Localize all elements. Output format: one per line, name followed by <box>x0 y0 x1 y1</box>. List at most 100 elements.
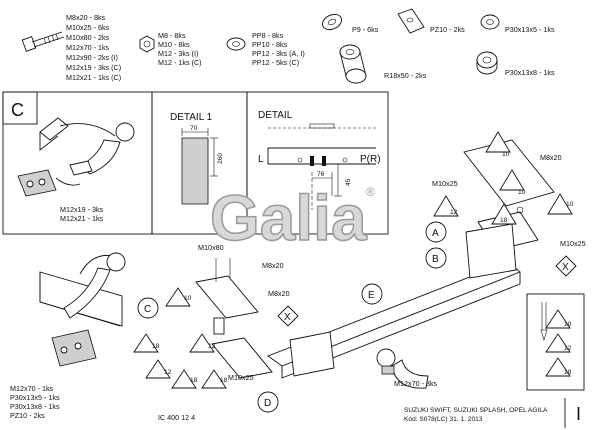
panel-c-letter-box <box>2 91 38 125</box>
torque-value: 18 <box>564 369 572 376</box>
bolt-item: M12x90 - 2ks (I) <box>66 53 118 62</box>
callout-x1: X <box>284 312 291 323</box>
panel-c-hitch-drawing <box>17 117 135 197</box>
bolt-item: M12x70 - 1ks <box>66 43 110 52</box>
svg-text:M12x70 - 1ks: M12x70 - 1ks <box>66 43 110 52</box>
torque-value: 12 <box>164 369 172 376</box>
svg-text:P30x13x8 - 1ks: P30x13x8 - 1ks <box>10 402 60 411</box>
callout-b: B <box>432 254 439 265</box>
panel-c-letter: C <box>11 100 24 120</box>
callout-m8x20-top: M8x20 <box>540 153 562 162</box>
callout-m10x25-top: M10x25 <box>432 179 458 188</box>
crossbar-drawing <box>267 139 555 379</box>
torque-triangle <box>545 357 571 377</box>
svg-text:PP12 - 5ks (C): PP12 - 5ks (C) <box>252 58 299 67</box>
detail1-drawing <box>181 128 218 205</box>
torque-triangle <box>547 193 573 215</box>
torque-value: 10 <box>566 201 574 208</box>
torque-triangle <box>133 333 159 353</box>
left-bracket-drawing <box>39 252 126 367</box>
galia-logo: Galia ® <box>209 181 375 255</box>
torque-triangle <box>145 359 171 379</box>
washer-list: PP8 - 8ks PP10 - 8ks PP12 - 3ks (A, I) P… <box>252 31 305 67</box>
callout-m10x25-bottom: M10x25 <box>228 373 254 382</box>
callout-m12x70-bottom: M12x70 - 3ks <box>394 379 438 388</box>
panel-c-bolt2: M12x21 - 1ks <box>60 214 104 223</box>
bolt-item: M12x19 - 3ks (C) <box>66 63 121 72</box>
detail1-title: DETAIL 1 <box>170 112 213 123</box>
svg-text:M8x20 - 8ks: M8x20 - 8ks <box>66 13 106 22</box>
svg-text:M12x70 - 1ks: M12x70 - 1ks <box>10 384 54 393</box>
spacer-p30x13x8-label: P30x13x8 - 1ks <box>505 68 555 77</box>
svg-text:M10x80 - 2ks: M10x80 - 2ks <box>66 33 110 42</box>
torque-value: 18 <box>500 217 508 224</box>
detail-dim-b: 45 <box>345 178 352 186</box>
spacer-pz10-icon <box>397 8 425 34</box>
bottom-left-parts-list: M12x70 - 1ks P30x13x5 - 1ks P30x13x8 - 1… <box>10 384 60 420</box>
torque-value: 12 <box>564 345 572 352</box>
torque-triangle <box>545 333 571 353</box>
callout-x1-diamond <box>277 305 299 327</box>
torque-triangle <box>165 287 191 307</box>
bolt-icon <box>21 31 65 52</box>
callout-m8x20-mid2: M8x20 <box>268 289 290 298</box>
nut-icon <box>139 35 155 53</box>
callout-c-circle <box>137 297 159 319</box>
torque-legend-frame <box>526 293 585 391</box>
svg-text:PP10 - 8ks: PP10 - 8ks <box>252 40 288 49</box>
torque-triangle <box>499 169 525 191</box>
callout-x2: X <box>562 262 569 273</box>
drawing-code: IC 400 12 4 <box>158 413 195 422</box>
bolt-list: M8x20 - 8ks M10x25 - 6ks M10x80 - 2ks M1… <box>66 13 121 82</box>
nut-list: M8 - 8ks M10 - 8ks M12 - 3ks (I) M12 - 1… <box>158 31 202 67</box>
callout-d-circle <box>257 391 279 413</box>
detail1-dim-width: 70 <box>190 125 198 132</box>
callout-d: D <box>264 398 271 409</box>
torque-value: 18 <box>190 377 198 384</box>
callout-x2-diamond <box>555 255 577 277</box>
torque-value: 12 <box>208 343 216 350</box>
svg-text:M12x90 - 2ks (I): M12x90 - 2ks (I) <box>66 53 118 62</box>
svg-text:M8 - 8ks: M8 - 8ks <box>158 31 186 40</box>
tool-icon <box>541 302 547 330</box>
torque-triangle <box>171 369 197 389</box>
detail-label-p: P(R) <box>360 154 381 165</box>
washer-icon <box>226 37 246 51</box>
svg-text:M12x21 - 1ks (C): M12x21 - 1ks (C) <box>66 73 121 82</box>
torque-value: 12 <box>450 209 458 216</box>
torque-value: 10 <box>184 295 192 302</box>
bolt-item: M10x25 - 6ks <box>66 23 110 32</box>
callout-a-circle <box>425 221 447 243</box>
svg-text:M12x19 - 3ks (C): M12x19 - 3ks (C) <box>66 63 121 72</box>
spacer-p30x13x5-label: P30x13x5 - 1ks <box>505 25 555 34</box>
bolt-item: M8x20 - 8ks <box>66 13 106 22</box>
bolt-item: M12x21 - 1ks (C) <box>66 73 121 82</box>
svg-text:PP12 - 3ks (A, I): PP12 - 3ks (A, I) <box>252 49 305 58</box>
torque-triangle <box>201 369 227 389</box>
detail-label-l: L <box>258 154 264 165</box>
spacer-p30x13x8-icon <box>476 51 498 75</box>
callout-b-circle <box>425 247 447 269</box>
svg-text:Galia: Galia <box>210 182 367 254</box>
torque-triangle <box>545 309 571 329</box>
callout-m10x80-mid: M10x80 <box>198 243 224 252</box>
torque-value: 10 <box>564 321 572 328</box>
tow-ball-drawing <box>376 348 429 389</box>
spacer-r18x50-icon <box>339 44 367 84</box>
callout-a: A <box>432 228 439 239</box>
svg-text:M12 - 3ks (I): M12 - 3ks (I) <box>158 49 198 58</box>
callout-m8x20-mid1: M8x20 <box>262 261 284 270</box>
callout-c: C <box>144 304 151 315</box>
svg-text:M10 - 8ks: M10 - 8ks <box>158 40 190 49</box>
detail-title: DETAIL <box>258 110 293 121</box>
torque-value: 10 <box>518 189 526 196</box>
torque-triangle <box>485 131 511 153</box>
torque-value: 18 <box>220 377 228 384</box>
svg-text:PP8 - 8ks: PP8 - 8ks <box>252 31 284 40</box>
bolt-item: M10x80 - 2ks <box>66 33 110 42</box>
spacer-p9-label: P9 - 6ks <box>352 25 379 34</box>
kod-date: Kód: S078(LC) 31. 1. 2013 <box>404 416 483 423</box>
svg-text:PZ10 - 2ks: PZ10 - 2ks <box>10 411 45 420</box>
callout-e: E <box>368 290 375 301</box>
